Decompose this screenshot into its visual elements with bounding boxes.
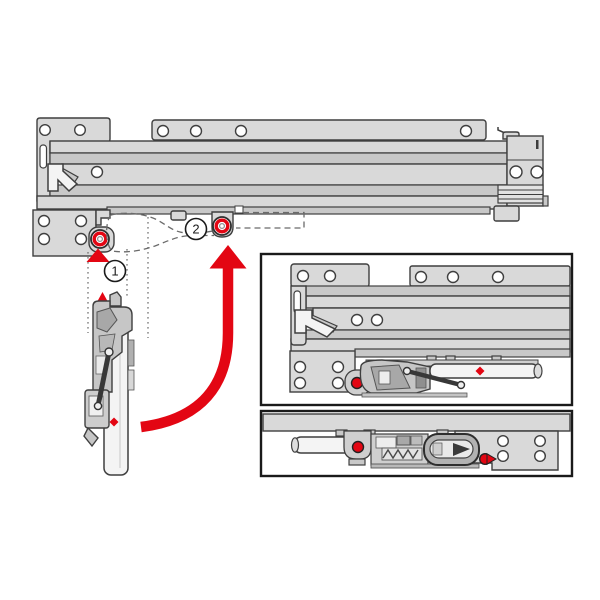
screw-hole xyxy=(530,165,544,179)
callout-step-1: 1 xyxy=(103,259,127,283)
inset2-rail-strip xyxy=(262,413,571,432)
damper-spur xyxy=(83,426,99,448)
drawer-slide-rail xyxy=(36,140,508,210)
inset1-rail-layers xyxy=(290,285,571,353)
damper-tip-triangle xyxy=(97,292,108,302)
damper-unit xyxy=(83,291,135,476)
screw-hole xyxy=(74,214,88,228)
screw-hole xyxy=(37,214,51,228)
bottom-flange xyxy=(106,205,491,238)
brand-diamond-icon xyxy=(475,366,485,376)
insert-arrow-step1-icon xyxy=(86,248,110,262)
callout-1-label: 1 xyxy=(111,264,118,279)
main-assembly: 1 2 xyxy=(32,117,549,338)
inset2-latch-wedge xyxy=(453,443,470,456)
inset-closeup-view xyxy=(259,409,574,478)
screw-hole xyxy=(509,165,523,179)
rail-right-end xyxy=(493,127,549,222)
inset2-damper-mechanism xyxy=(290,429,497,469)
callout-step-2: 2 xyxy=(184,217,208,241)
inset-installed-side-view xyxy=(259,252,574,407)
damper-silhouette-dashed xyxy=(105,211,305,253)
screw-hole xyxy=(73,123,86,136)
inset1-damper-rod xyxy=(404,368,464,388)
screw-hole xyxy=(156,124,170,138)
brand-diamond-icon xyxy=(109,417,119,427)
release-lever xyxy=(47,163,79,193)
fixing-dot-icon xyxy=(351,440,365,454)
rod-pivot xyxy=(93,401,103,411)
damper-rod xyxy=(95,349,112,409)
screw-hole xyxy=(37,232,51,246)
end-hook xyxy=(497,127,506,134)
inset1-release-lever xyxy=(294,309,337,338)
attachment-point-1 xyxy=(90,229,110,249)
projection-dotted-lines xyxy=(87,217,149,338)
damper-top-hook xyxy=(109,291,122,307)
callout-2-label: 2 xyxy=(192,222,199,237)
screw-hole xyxy=(39,123,52,136)
rail-hole xyxy=(90,165,104,179)
screw-hole xyxy=(189,124,203,138)
fixing-dot-pointer xyxy=(486,452,497,466)
screw-hole xyxy=(459,124,473,138)
swing-up-arrow-icon xyxy=(140,245,247,433)
inset1-bottom-flange xyxy=(354,348,571,358)
inset2-spring xyxy=(382,448,419,460)
screw-hole xyxy=(74,232,88,246)
slot xyxy=(39,144,48,169)
screw-hole xyxy=(234,124,248,138)
foot-tab xyxy=(493,205,520,222)
inset1-rear-strip xyxy=(409,265,571,287)
attachment-point-2 xyxy=(212,216,232,236)
end-mark xyxy=(536,140,539,149)
inset1-damper-installed xyxy=(344,359,543,398)
rod-pivot xyxy=(104,347,114,357)
rear-mounting-strip xyxy=(151,119,487,141)
hanging-tab xyxy=(170,210,187,221)
notch xyxy=(234,205,244,214)
